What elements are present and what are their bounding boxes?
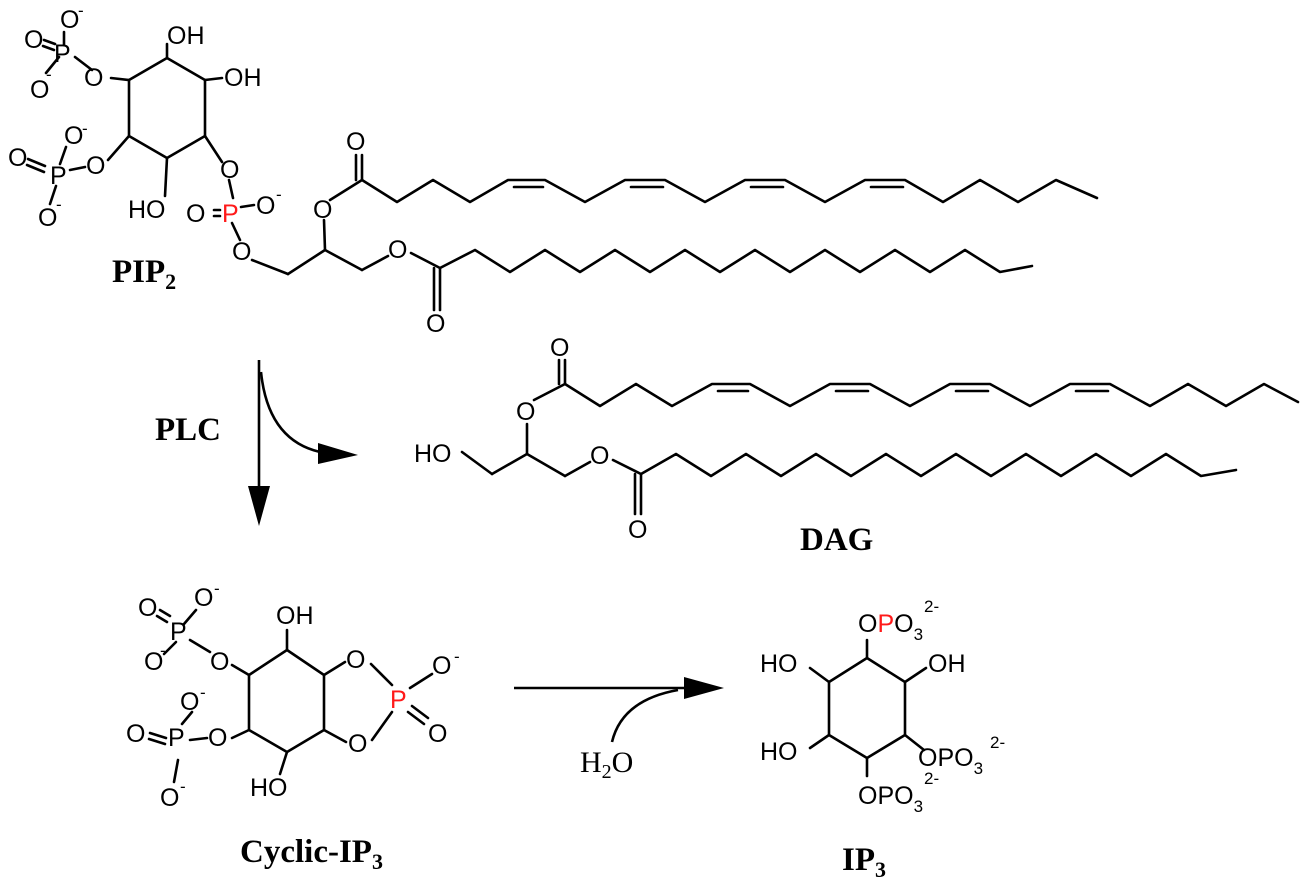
pip2-charge: - (56, 195, 62, 214)
pip2-atom-o: O (84, 64, 103, 92)
pip2-atom-o: O (64, 122, 83, 150)
dag-arachidonoyl-chain (563, 382, 1300, 408)
ip3-charge: 2- (924, 769, 939, 788)
pip2-atom-oh: OH (167, 22, 205, 50)
cyclic-ip3-charge: - (454, 647, 460, 666)
ip3-atom-oh: OH (928, 650, 966, 678)
dag-label: DAG (800, 522, 873, 558)
ip3-charge: 2- (990, 733, 1005, 752)
cyclic-ip3-atom-ho: HO (250, 774, 288, 802)
pip2-atom-o: O (232, 238, 251, 266)
cyclic-ip3-atom-o: O (348, 730, 367, 758)
cyclic-ip3-charge: - (200, 683, 206, 702)
pip2-atom-o: O (38, 204, 57, 232)
pip2-label: PIP2 (112, 254, 176, 294)
plc-reaction-arrow: PLC (155, 360, 358, 526)
cyclic-ip3-atom-o: O (194, 584, 213, 612)
pip2-atom-o: O (8, 144, 27, 172)
pip2-atom-p: P (50, 162, 67, 190)
cyclic-ip3-charge: - (160, 641, 166, 660)
dag-atom-o: O (516, 398, 535, 426)
ip3-structure: OPO3 2- OH HO HO OPO3 2- OPO3 2- IP3 (760, 597, 1005, 882)
cyclic-ip3-atom-o: O (160, 784, 179, 812)
pip2-atom-oh: OH (224, 64, 262, 92)
cyclic-ip3-atom-p: P (170, 618, 187, 646)
plc-label: PLC (155, 412, 221, 448)
pip2-atom-o: O (30, 76, 49, 104)
pip2-atom-o: O (60, 6, 79, 34)
hydrolysis-arrow: H2O (514, 677, 724, 783)
ip3-atom-ho: HO (760, 650, 798, 678)
cyclic-ip3-structure: OH HO O O P O - O O P O O - O - O P O O … (126, 579, 460, 874)
pip2-inositol-ring (127, 56, 207, 160)
dag-atom-ho: HO (414, 440, 452, 468)
cyclic-ip3-phosphorus-red: P (390, 686, 407, 714)
ip3-inositol-ring (827, 656, 907, 760)
dag-atom-o: O (590, 442, 609, 470)
pip2-charge: - (82, 119, 88, 138)
cyclic-ip3-charge: - (214, 579, 220, 598)
pip2-atom-o: O (186, 200, 205, 228)
cyclic-ip3-atom-o: O (180, 688, 199, 716)
pip2-charge: - (78, 1, 84, 20)
cyclic-ip3-charge: - (180, 777, 186, 796)
dag-structure: HO O O O O DAG (414, 334, 1300, 558)
pip2-stearoyl-chain (438, 248, 1034, 274)
pip2-atom-o: O (313, 196, 332, 224)
ip3-phosphate-5: OPO3 (858, 782, 923, 816)
pip2-atom-ho: HO (128, 196, 166, 224)
pip2-structure: OH OH HO O P O O - O - O P O - O O - O O… (8, 1, 1099, 338)
pip2-atom-o: O (256, 192, 275, 220)
pip2-atom-o: O (220, 156, 239, 184)
pip2-atom-o: O (346, 128, 365, 156)
cyclic-ip3-atom-o: O (428, 720, 447, 748)
pip2-atom-p: P (54, 40, 71, 68)
dag-atom-o: O (550, 334, 569, 362)
pip2-atom-o: O (24, 26, 43, 54)
cyclic-ip3-atom-p: P (168, 724, 185, 752)
cyclic-ip3-inositol-ring (247, 648, 326, 754)
cyclic-ip3-atom-o: O (208, 724, 227, 752)
cyclic-ip3-atom-o: O (210, 648, 229, 676)
ip3-atom-ho: HO (760, 738, 798, 766)
cyclic-ip3-atom-o: O (138, 594, 157, 622)
pip2-charge: - (276, 185, 282, 204)
cyclic-ip3-atom-o: O (144, 648, 163, 676)
cyclic-ip3-atom-oh: OH (276, 602, 314, 630)
dag-atom-o: O (628, 516, 647, 544)
pip2-phosphorus-red: P (222, 200, 239, 228)
cyclic-ip3-atom-o: O (126, 720, 145, 748)
dag-stearoyl-chain (639, 452, 1238, 478)
cyclic-ip3-label: Cyclic-IP3 (240, 834, 383, 874)
ip3-charge: 2- (924, 597, 939, 616)
pip2-atom-o: O (388, 236, 407, 264)
pip2-atom-o: O (426, 310, 445, 338)
ip3-phosphate-1: OPO3 (858, 610, 923, 644)
cyclic-ip3-atom-o: O (346, 646, 365, 674)
pip2-charge: - (46, 65, 52, 84)
pip2-atom-o: O (86, 152, 105, 180)
ip3-phosphate-4: OPO3 (918, 744, 983, 778)
cyclic-ip3-atom-o: O (432, 652, 451, 680)
ip3-label: IP3 (842, 842, 886, 882)
water-label: H2O (580, 746, 633, 783)
pip2-arachidonoyl-chain (360, 178, 1099, 204)
